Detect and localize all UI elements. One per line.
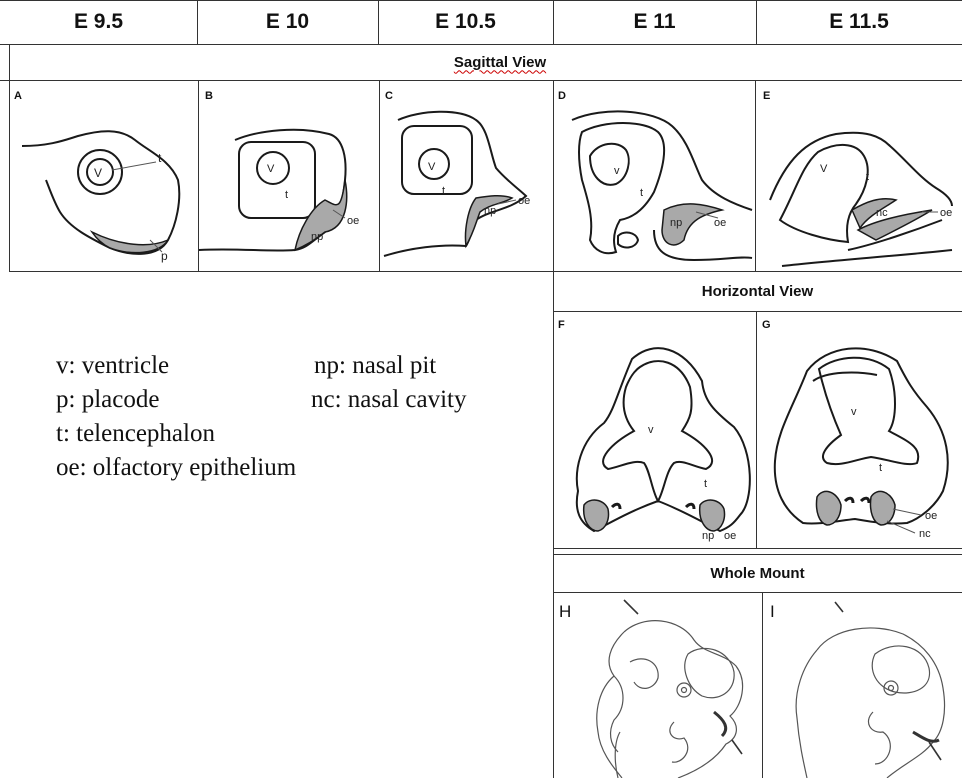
label-t: t	[285, 189, 288, 201]
label-p: p	[161, 249, 168, 263]
legend-nasal-cavity: nc: nasal cavity	[311, 386, 467, 414]
label-oe: oe	[347, 215, 359, 227]
label-t: t	[866, 171, 869, 183]
label-t: t	[640, 187, 643, 199]
panel-g-svg: v t oe nc	[757, 311, 962, 548]
panel-f-drawing: v t np oe	[554, 311, 756, 548]
label-oe: oe	[925, 510, 937, 522]
panel-h-svg	[554, 592, 762, 778]
panel-d-svg: v t np oe	[554, 80, 755, 272]
panel-c-drawing: V t oe np	[380, 80, 553, 272]
label-v: v	[614, 165, 620, 177]
panel-h-drawing	[554, 592, 762, 778]
panel-a-svg: V t p	[10, 80, 198, 272]
legend-placode: p: placode	[56, 386, 159, 414]
section-title-sagittal: Sagittal View	[0, 44, 962, 80]
label-v: v	[851, 406, 857, 418]
label-v: V	[820, 163, 828, 175]
label-v: v	[648, 424, 654, 436]
legend-telencephalon: t: telencephalon	[56, 420, 215, 448]
panel-d-drawing: v t np oe	[554, 80, 755, 272]
stage-header-e11: E 11	[553, 0, 756, 44]
legend-ventricle: v: ventricle	[56, 352, 169, 380]
panel-f-svg: v t np oe	[554, 311, 756, 548]
panel-e-drawing: V t nc oe	[756, 80, 962, 272]
stage-header-e11-5: E 11.5	[756, 0, 962, 44]
label-v: V	[94, 166, 102, 180]
label-t: t	[704, 478, 707, 490]
panel-b-drawing: V t oe np	[199, 80, 379, 272]
stage-header-e10: E 10	[197, 0, 378, 44]
panel-a-drawing: V t p	[10, 80, 198, 272]
label-oe: oe	[518, 195, 530, 207]
label-np: np	[670, 217, 682, 229]
stage-header-e9-5: E 9.5	[0, 0, 197, 44]
label-t: t	[879, 462, 882, 474]
grid-line	[553, 548, 962, 549]
section-title-sagittal-text: Sagittal View	[454, 54, 546, 71]
panel-c-svg: V t oe np	[380, 80, 553, 272]
label-np: np	[484, 205, 496, 217]
section-title-whole-mount: Whole Mount	[553, 554, 962, 592]
label-v: V	[428, 161, 436, 173]
label-t: t	[442, 185, 445, 197]
label-oe: oe	[714, 217, 726, 229]
panel-b-svg: V t oe np	[199, 80, 379, 272]
label-v: V	[267, 163, 275, 175]
legend-nasal-pit: np: nasal pit	[314, 352, 436, 380]
section-title-horizontal: Horizontal View	[553, 271, 962, 311]
panel-i-svg	[763, 592, 962, 778]
legend-olfactory-epithelium: oe: olfactory epithelium	[56, 454, 296, 482]
panel-i-drawing	[763, 592, 962, 778]
label-oe: oe	[724, 530, 736, 542]
label-np: np	[311, 231, 323, 243]
panel-g-drawing: v t oe nc	[757, 311, 962, 548]
label-nc: nc	[876, 207, 888, 219]
label-np: np	[702, 530, 714, 542]
label-nc: nc	[919, 528, 931, 540]
stage-header-e10-5: E 10.5	[378, 0, 553, 44]
panel-e-svg: V t nc oe	[756, 80, 962, 272]
label-oe: oe	[940, 207, 952, 219]
